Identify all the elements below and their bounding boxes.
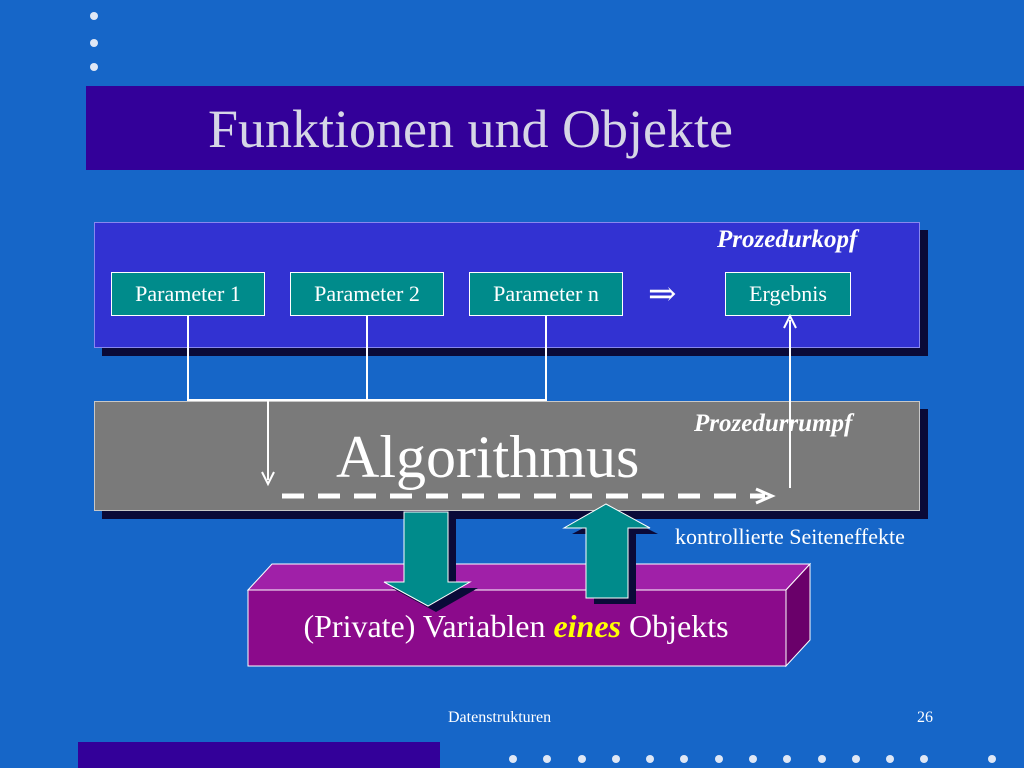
variables-box-front-face (247, 589, 787, 667)
variables-box-label: (Private) Variablen eines Objekts (303, 608, 729, 644)
read-arrow-up (562, 503, 651, 599)
decor-dot (543, 755, 551, 763)
parameter-connector-lines (187, 316, 547, 401)
emphasis-word: eines (553, 608, 621, 644)
decor-dot (749, 755, 757, 763)
decor-dot (509, 755, 517, 763)
input-arrow (261, 400, 275, 487)
procedure-body-box (94, 401, 920, 511)
decor-dot (920, 755, 928, 763)
algorithm-label: Algorithmus (336, 424, 640, 490)
procedure-header-label: Prozedurkopf (717, 226, 858, 253)
procedure-body-label: Prozedurrumpf (694, 410, 853, 437)
page-number: 26 (917, 709, 933, 726)
implies-symbol: ⇒ (648, 276, 677, 313)
side-effects-label: kontrollierte Seiteneffekte (675, 524, 905, 549)
parameter-box-2: Parameter 2 (290, 272, 444, 316)
parameter-box-n: Parameter n (469, 272, 623, 316)
decor-dot (818, 755, 826, 763)
decor-dot (852, 755, 860, 763)
result-arrow (783, 313, 797, 488)
decor-dot (646, 755, 654, 763)
footer-band (78, 742, 440, 768)
title-band (86, 86, 1024, 170)
write-arrow-down (383, 511, 472, 607)
decor-dot (715, 755, 723, 763)
result-box: Ergebnis (725, 272, 851, 316)
decor-dot (612, 755, 620, 763)
decor-dot (90, 39, 98, 47)
decor-dot (783, 755, 791, 763)
decor-dot (90, 63, 98, 71)
decor-dot (90, 12, 98, 20)
decor-dot (680, 755, 688, 763)
parameter-box-1: Parameter 1 (111, 272, 265, 316)
dashed-flow-arrow (282, 487, 776, 505)
footer-title: Datenstrukturen (448, 709, 552, 726)
slide-title: Funktionen und Objekte (208, 99, 733, 159)
decor-dot (886, 755, 894, 763)
decor-dot (578, 755, 586, 763)
decor-dot (988, 755, 996, 763)
